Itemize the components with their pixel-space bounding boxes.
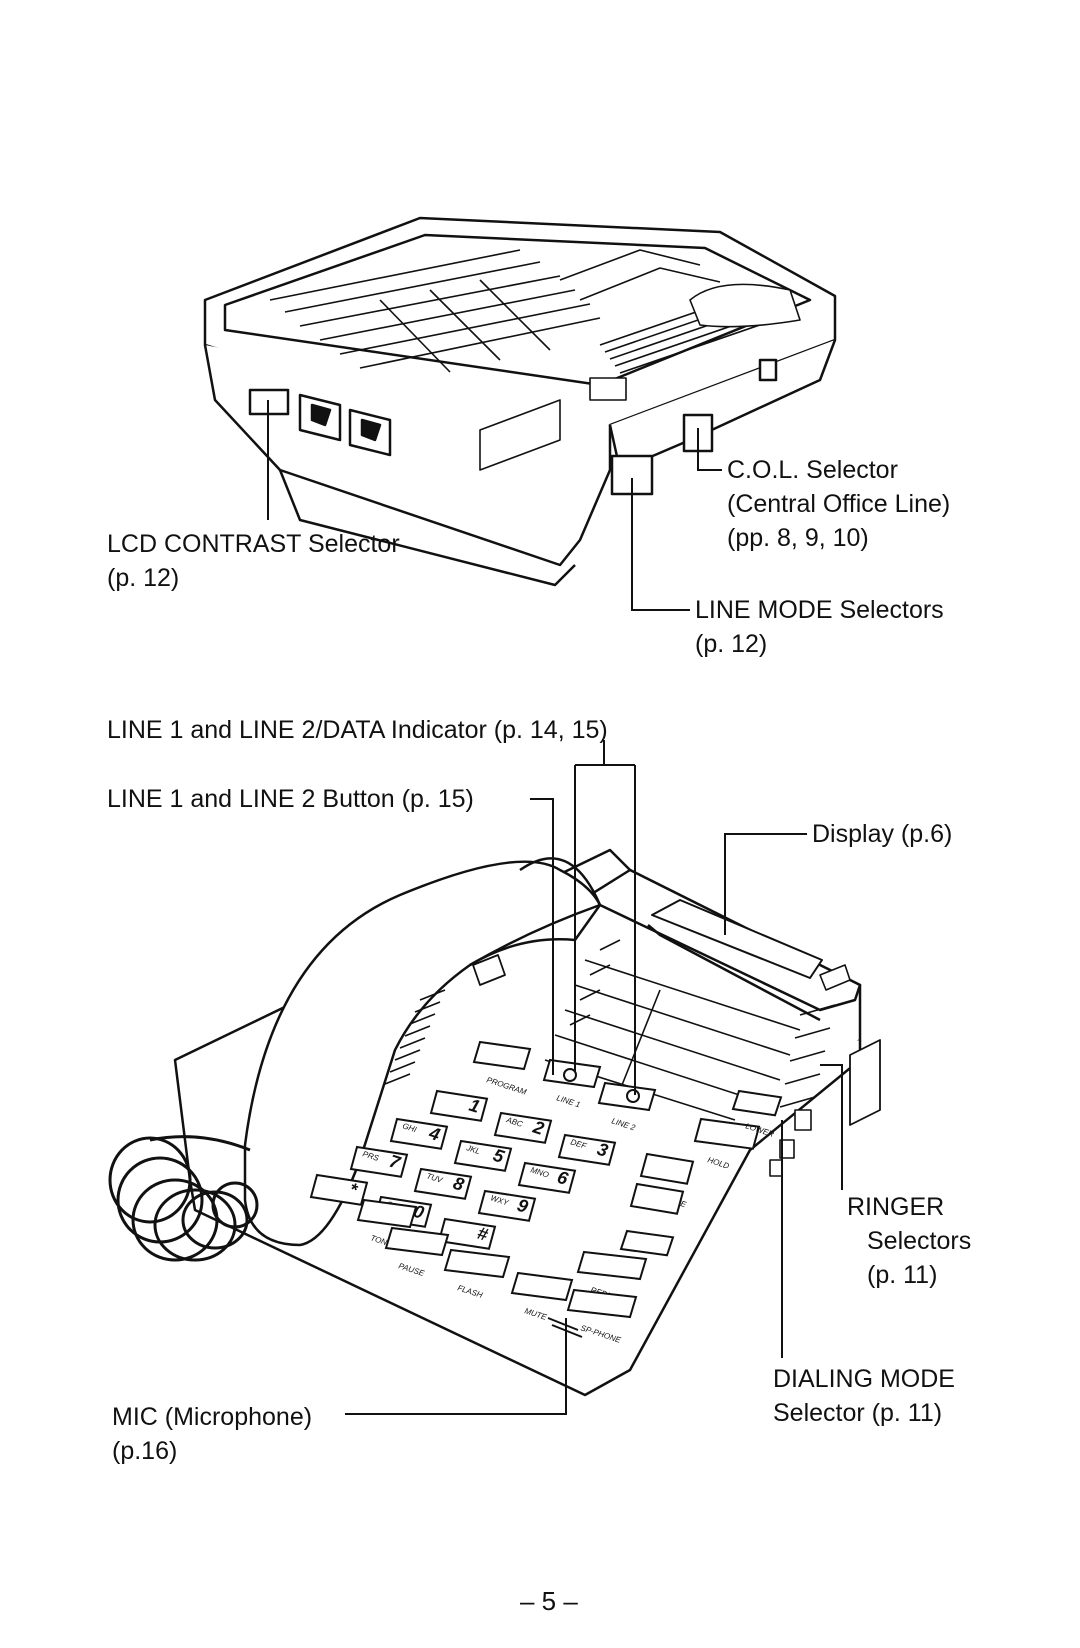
line2-indicator-led [626,1089,640,1103]
col-selector-label: C.O.L. Selector [727,456,898,484]
volume-down-key [629,1182,685,1215]
sp-phone-key [566,1288,638,1319]
line-mode-page-ref: (p. 12) [695,630,768,658]
mute-key [510,1271,574,1302]
program-key [472,1040,532,1071]
key-letters: GHI [401,1121,418,1134]
redial-key [576,1250,648,1281]
key-7 [349,1145,409,1178]
page-number: – 5 – [520,1586,578,1616]
col-selector-description: (Central Office Line) [727,490,951,518]
phone-illustration [108,848,881,1397]
phone-base-illustration [203,216,837,587]
lcd-contrast-label: LCD CONTRAST Selector [107,530,400,558]
key-3 [557,1133,617,1166]
pause-key [384,1226,450,1257]
key-5 [453,1139,513,1172]
lcd-contrast-page-ref: (p. 12) [107,564,180,592]
flash-key [443,1248,511,1279]
line-button-label: LINE 1 and LINE 2 Button (p. 15) [107,785,474,813]
key-letters: JKL [464,1143,481,1156]
keypad: 1ABC2DEF3GHI4JKL5MNO6PRS7TUV8WXY9*OPER0#… [309,1040,783,1345]
tone-key [356,1198,418,1229]
key-6 [517,1161,577,1194]
lower-key [731,1089,783,1117]
line-mode-label: LINE MODE Selectors [695,596,944,624]
ringer-selectors-label: Selectors [867,1227,972,1255]
volume-up-key [639,1152,695,1185]
col-selector-page-ref: (pp. 8, 9, 10) [727,524,869,552]
key-1 [429,1089,489,1122]
key-2 [493,1111,553,1144]
line-indicator-label: LINE 1 and LINE 2/DATA Indicator (p. 14,… [107,716,608,744]
key-8 [413,1167,473,1200]
key-4 [389,1117,449,1150]
bottom-callout-leaders [345,740,843,1415]
hold-key [693,1117,761,1150]
mic-label: MIC (Microphone) [112,1403,313,1431]
mic-page-ref: (p.16) [112,1437,178,1465]
key-star [309,1173,369,1206]
ringer-label: RINGER [847,1193,945,1221]
dialing-mode-page-ref: Selector (p. 11) [773,1399,943,1427]
auto-key [619,1229,675,1257]
display-label: Display (p.6) [812,820,953,848]
line1-indicator-led [563,1068,577,1082]
key-9 [477,1189,537,1222]
top-callout-leaders [267,400,722,611]
ringer-page-ref: (p. 11) [867,1261,938,1289]
dialing-mode-label: DIALING MODE [773,1365,955,1393]
